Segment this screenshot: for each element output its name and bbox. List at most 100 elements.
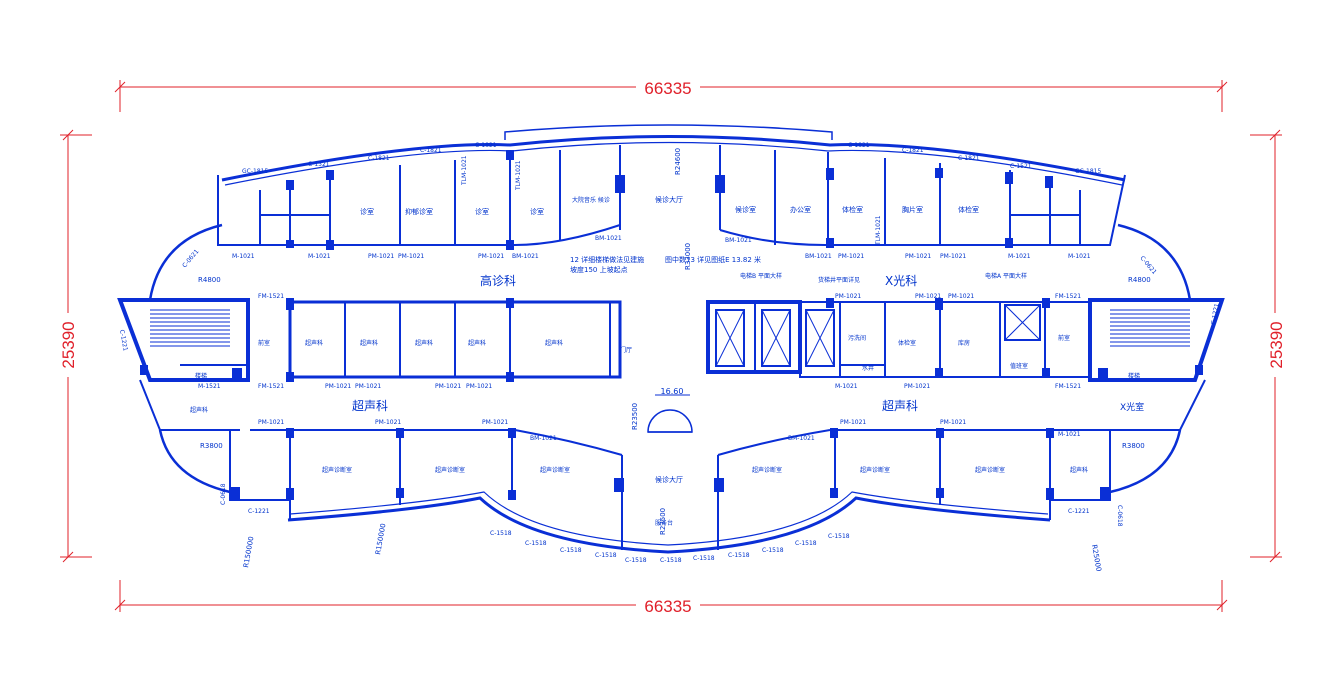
room-label: 办公室 [790,205,811,214]
door-tag: FM-1521 [258,383,284,390]
door-tag: TLM-1021 [461,155,468,186]
window-tag: C-1518 [625,557,647,564]
room-label: 楼梯 [195,372,207,380]
room-label: 超声诊断室 [435,466,465,474]
radius-label: R150000 [242,536,255,569]
door-tag: M-1521 [198,383,221,390]
window-tag: C-1518 [693,555,715,562]
window-tag: C-1821 [368,155,390,162]
room-label: 体检室 [842,205,863,214]
window-tag: C-0621 [181,248,200,269]
door-tag: BM-1021 [725,237,752,244]
radius-label: R3800 [1122,442,1145,450]
door-tag: PM-1021 [375,419,401,426]
dimension-left: 25390 [59,321,78,368]
room-label: 服务台 [655,519,673,527]
room-label: 值班室 [1010,362,1028,370]
door-tag: TLM-1021 [515,160,522,191]
door-tag: PM-1021 [838,253,864,260]
radius-label: R23500 [659,508,667,535]
window-tag: C-1518 [560,547,582,554]
window-tag: C-1221 [1210,303,1221,326]
dimension-top: 66335 [644,79,691,98]
window-tag: C-1521 [1010,163,1032,170]
stairs-left [150,309,230,347]
door-tag: PM-1021 [835,293,861,300]
outer-walls [117,124,1225,554]
door-tag: PM-1021 [325,383,351,390]
room-label: 货梯井平面详见 [818,276,860,284]
window-tag: C-1518 [490,530,512,537]
window-tag: C-0618 [1116,505,1123,527]
door-tag: M-1021 [835,383,858,390]
window-tag: C-0621 [1138,255,1157,276]
door-tag: BM-1021 [788,435,815,442]
room-label: 超声科 [360,339,378,347]
door-tag: PM-1021 [355,383,381,390]
room-label: 候诊大厅 [655,475,683,484]
door-tag: BM-1021 [805,253,832,260]
window-tag: GC-1815 [242,168,268,175]
room-xray: X光室 [1120,401,1144,413]
window-tag: C-1221 [1068,508,1090,515]
door-tag: PM-1021 [478,253,504,260]
level-mark: 16.60 [661,387,684,396]
door-tag: PM-1021 [840,419,866,426]
door-tag: PM-1021 [940,253,966,260]
dimension-right: 25390 [1267,321,1286,368]
radius-label: R4800 [198,276,221,284]
dimension-lines [60,80,1282,612]
room-label: 超声科 [415,339,433,347]
room-label: 超声科 [545,339,563,347]
window-tag: C-1518 [595,552,617,559]
window-tag: C-1518 [762,547,784,554]
partitions [180,145,1100,550]
window-tag: C-1821 [420,147,442,154]
room-label: 超声科 [305,339,323,347]
window-tag: C-1221 [118,329,129,352]
radius-label: R150000 [374,523,387,556]
door-tag: TLM-1021 [875,215,882,246]
columns [140,150,1203,500]
room-label: 超声科 [190,406,208,414]
window-tag: C-1518 [728,552,750,559]
room-label: 超声科 [468,339,486,347]
window-tag: C-1518 [795,540,817,547]
room-label: 电梯A 平面大样 [985,272,1027,280]
radius-label: R4800 [1128,276,1151,284]
room-label: 楼梯 [1128,372,1140,380]
room-label: 超声科 [1070,466,1088,474]
door-tag: BM-1021 [512,253,539,260]
room-label: 诊室 [475,207,489,216]
department-west-lower: 超声科 [352,398,388,413]
door-tag: FM-1521 [258,293,284,300]
radius-label: R23500 [631,403,639,430]
window-tag: C-1221 [248,508,270,515]
room-label: 门厅 [620,346,632,354]
door-tag: PM-1021 [466,383,492,390]
window-tag: C-1821 [475,142,497,149]
room-labels: 诊室 抑郁诊室 诊室 诊室 大院音乐 候诊 候诊大厅 候诊大厅 候诊室 办公室 … [190,195,1140,527]
door-tag: PM-1021 [940,419,966,426]
room-label: 候诊大厅 [655,195,683,204]
radius-label: R25000 [1090,544,1103,572]
room-label: 水井 [862,364,874,372]
door-tag: FM-1521 [1055,383,1081,390]
dimension-bottom: 66335 [644,597,691,616]
door-tags: M-1021 M-1021 PM-1021 PM-1021 PM-1021 BM… [198,155,1091,442]
door-tag: PM-1021 [258,419,284,426]
door-tag: PM-1021 [368,253,394,260]
window-tag: C-1518 [828,533,850,540]
room-label: 候诊室 [735,205,756,214]
window-tag: C-1821 [958,155,980,162]
room-label: 库房 [958,339,970,347]
room-label: 超声诊断室 [860,466,890,474]
radius-label: R33000 [684,243,692,270]
room-label: 前室 [258,339,270,347]
room-label: 大院音乐 候诊 [572,196,610,204]
room-label: 胸片室 [902,205,923,214]
room-label: 超声诊断室 [752,466,782,474]
radius-label: R3800 [200,442,223,450]
radius-label: R24600 [674,148,682,175]
